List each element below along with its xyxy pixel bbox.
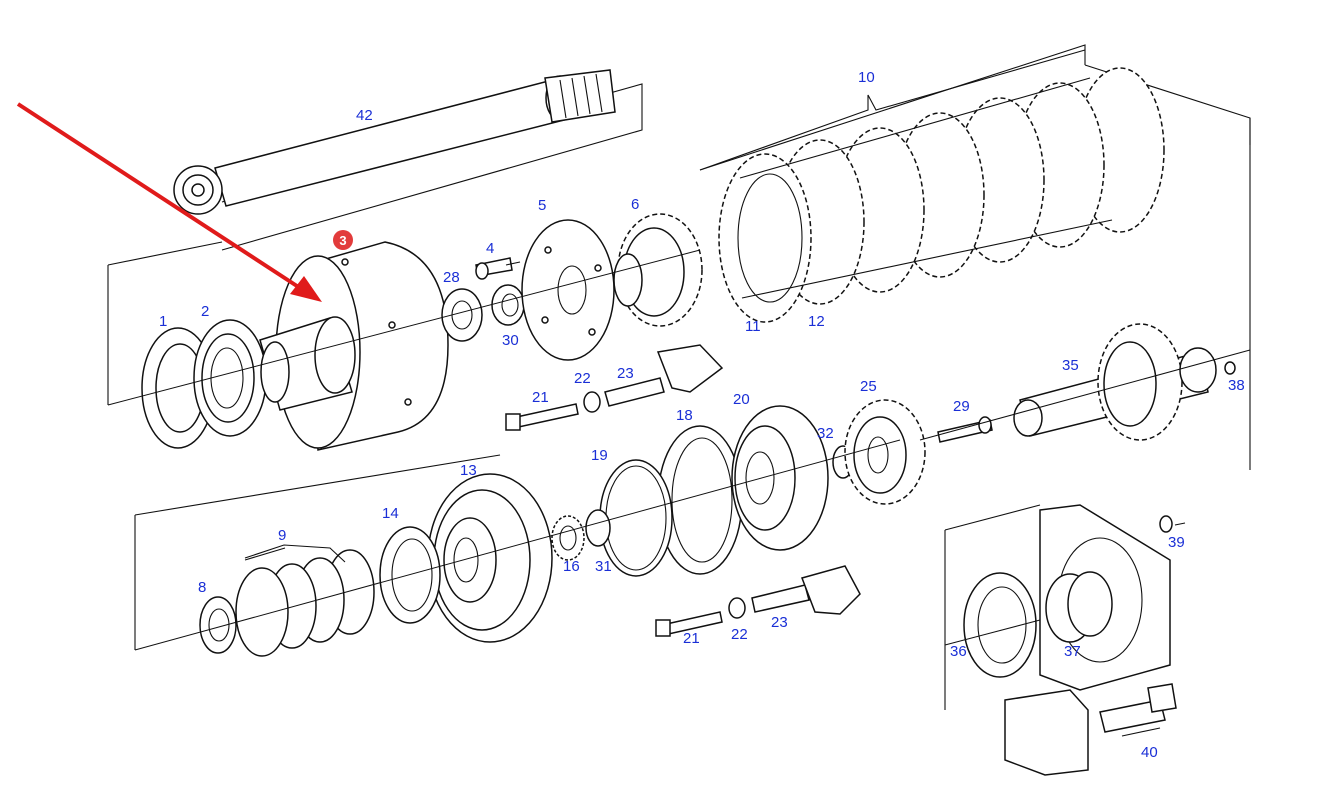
part-2-bearing [193, 319, 267, 437]
part-6-gear-hub [613, 213, 703, 327]
callout-19: 19 [591, 447, 608, 464]
part-31-snap-ring [585, 509, 611, 547]
callout-1: 1 [159, 313, 167, 330]
part-22-washer-upper [583, 391, 601, 413]
callout-10: 10 [858, 69, 875, 86]
part-12-inner-disc [737, 173, 803, 303]
part-16-thrust-bearing [551, 515, 585, 561]
callout-2: 2 [201, 303, 209, 320]
highlight-marker-part-3: 3 [333, 230, 353, 250]
callout-22-upper: 22 [574, 370, 591, 387]
callout-5: 5 [538, 197, 546, 214]
callout-31: 31 [595, 558, 612, 575]
part-21-bolt-upper [505, 403, 579, 431]
part-42-splined-shaft [173, 69, 616, 215]
callout-labels: 42 10 5 6 4 28 30 1 2 11 12 21 22 23 18 … [159, 69, 1245, 761]
callout-28: 28 [443, 269, 460, 286]
part-42-spline-teeth [559, 73, 603, 119]
callout-18: 18 [676, 407, 693, 424]
callout-25: 25 [860, 378, 877, 395]
callout-12: 12 [808, 313, 825, 330]
part-28-bearing [441, 288, 483, 342]
highlight-marker-label: 3 [339, 233, 346, 248]
callout-35: 35 [1062, 357, 1079, 374]
callout-4: 4 [486, 240, 494, 257]
callout-6: 6 [631, 196, 639, 213]
part-4-bolt [475, 257, 513, 280]
part-11-outer-disc [718, 153, 812, 323]
callout-11: 11 [745, 318, 761, 335]
part-20-piston [731, 405, 829, 551]
part-29-pin [937, 416, 993, 443]
callout-23-lower: 23 [771, 614, 788, 631]
callout-38: 38 [1228, 377, 1245, 394]
callout-21-upper: 21 [532, 389, 549, 406]
callout-16: 16 [563, 558, 580, 575]
part-35-output-shaft [1013, 323, 1217, 441]
part-9-belleville-springs [235, 549, 375, 657]
assembly-axes [107, 249, 1251, 651]
callout-30: 30 [502, 332, 519, 349]
callout-36: 36 [950, 643, 967, 660]
part-13-housing [427, 473, 553, 643]
callout-20: 20 [733, 391, 750, 408]
part-23-pin-lower [751, 565, 861, 615]
part-25-gear [844, 399, 926, 505]
highlight-arrow [16, 102, 322, 302]
callout-13: 13 [460, 462, 477, 479]
callout-37: 37 [1064, 643, 1081, 660]
part-8-washer [199, 596, 237, 654]
callout-8: 8 [198, 579, 206, 596]
callout-14: 14 [382, 505, 399, 522]
part-38-plug [1224, 361, 1236, 375]
callout-32: 32 [817, 425, 834, 442]
part-3-clutch-drum [259, 241, 449, 451]
part-30-ring [491, 284, 525, 326]
callout-22-lower: 22 [731, 626, 748, 643]
part-21-bolt-lower [655, 611, 723, 637]
panel-frames [107, 44, 1251, 710]
part-37-shims [1045, 571, 1113, 643]
part-10-clutch-disc-pack [718, 67, 1165, 323]
callout-40: 40 [1141, 744, 1158, 761]
part-22-washer-lower [728, 597, 746, 619]
part-39-plug [1159, 515, 1173, 533]
callout-23-upper: 23 [617, 365, 634, 382]
callout-9: 9 [278, 527, 286, 544]
callout-21-lower: 21 [683, 630, 700, 647]
part-36-bearing [963, 572, 1037, 678]
callout-42: 42 [356, 107, 373, 124]
part-40-sensor-fitting [1099, 683, 1177, 733]
part-23-pin-upper [604, 344, 724, 407]
part-5-pressure-plate [521, 219, 615, 361]
leader-lines [244, 49, 1186, 737]
callout-29: 29 [953, 398, 970, 415]
callout-39: 39 [1168, 534, 1185, 551]
